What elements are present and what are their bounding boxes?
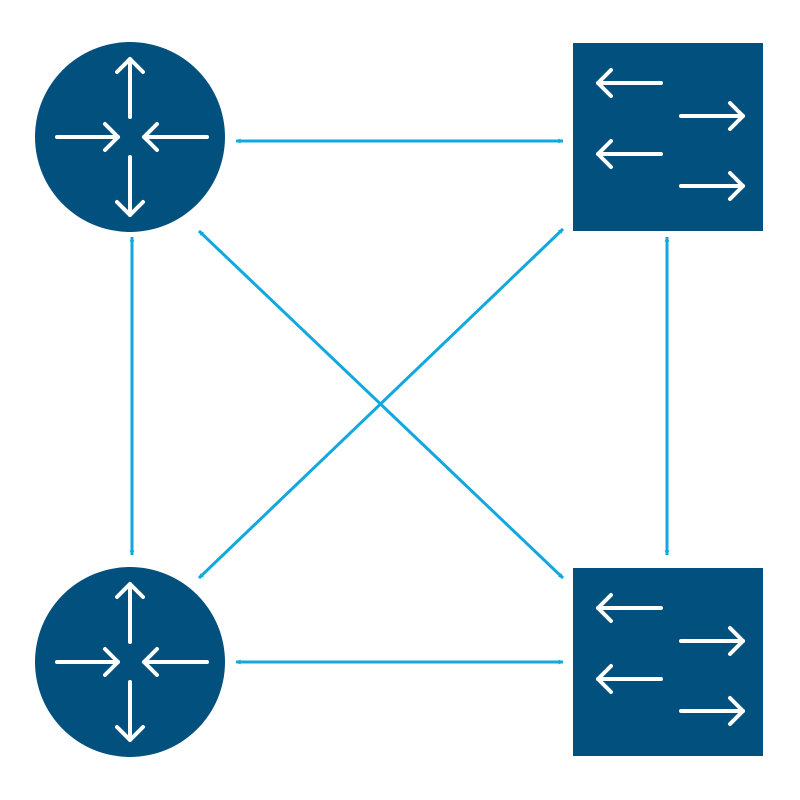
arrow-left-icon <box>596 68 663 98</box>
switch-top-right[interactable] <box>573 43 763 231</box>
switch-bottom-right-body <box>573 568 763 756</box>
router-top-left[interactable] <box>35 42 225 232</box>
arrow-left-icon <box>596 593 663 623</box>
switch-icon <box>596 68 745 201</box>
router-icon <box>55 57 209 217</box>
arrow-up-icon <box>115 582 145 644</box>
link-switch-top-right-to-router-bottom-left <box>197 227 565 580</box>
arrow-right-icon <box>679 171 745 201</box>
arrow-up-icon <box>115 57 145 119</box>
switch-bottom-right[interactable] <box>573 568 763 756</box>
switch-top-right-body <box>573 43 763 231</box>
arrow-in-right-icon <box>55 122 120 152</box>
arrow-in-left-icon <box>142 122 209 152</box>
arrow-left-icon <box>596 664 663 694</box>
arrow-right-icon <box>679 626 745 656</box>
links-layer <box>129 138 670 665</box>
arrow-down-icon <box>115 680 145 742</box>
arrow-right-icon <box>679 101 745 131</box>
router-top-left-body <box>35 42 225 232</box>
nodes-layer <box>35 42 763 757</box>
arrow-in-left-icon <box>142 647 209 677</box>
arrow-right-icon <box>679 696 745 726</box>
router-bottom-left[interactable] <box>35 567 225 757</box>
arrow-down-icon <box>115 155 145 217</box>
arrow-left-icon <box>596 139 663 169</box>
switch-icon <box>596 593 745 726</box>
router-bottom-left-body <box>35 567 225 757</box>
router-icon <box>55 582 209 742</box>
arrow-in-right-icon <box>55 647 120 677</box>
